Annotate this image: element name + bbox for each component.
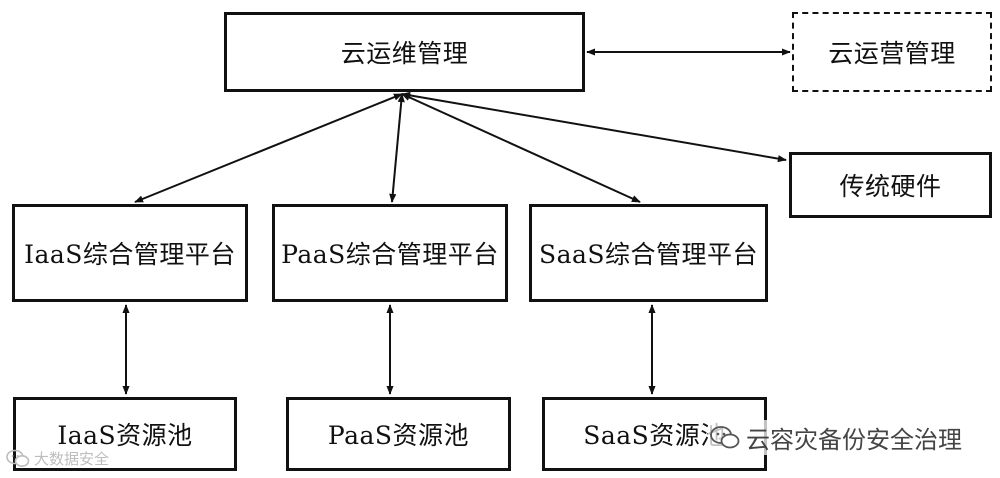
- iaas-resource-pool-label: IaaS资源池: [57, 421, 193, 450]
- cloud-ops-management-label: 云运维管理: [340, 39, 469, 68]
- saas-resource-pool-node: SaaS资源池: [542, 397, 767, 471]
- saas-platform-label: SaaS综合管理平台: [538, 240, 759, 269]
- cloud-ops-management-node: 云运维管理: [224, 12, 585, 92]
- traditional-hardware-label: 传统硬件: [839, 172, 942, 201]
- edge-ops-paas: [389, 93, 405, 203]
- watermark-right-text: 云容灾备份安全治理: [746, 426, 962, 454]
- iaas-platform-label: IaaS综合管理平台: [24, 240, 236, 269]
- paas-platform-label: PaaS综合管理平台: [281, 240, 499, 269]
- paas-resource-pool-label: PaaS资源池: [327, 421, 470, 450]
- paas-platform-node: PaaS综合管理平台: [272, 204, 508, 302]
- iaas-resource-pool-node: IaaS资源池: [13, 397, 237, 471]
- cloud-business-management-node: 云运营管理: [792, 12, 992, 92]
- paas-resource-pool-node: PaaS资源池: [286, 397, 511, 471]
- iaas-platform-node: IaaS综合管理平台: [12, 204, 248, 302]
- watermark-left: 大数据安全: [6, 448, 109, 469]
- edge-ops-hardware: [401, 91, 787, 163]
- traditional-hardware-node: 传统硬件: [789, 152, 992, 218]
- edge-ops-iaas: [134, 93, 403, 203]
- saas-platform-node: SaaS综合管理平台: [529, 204, 768, 302]
- watermark-right: 云容灾备份安全治理: [708, 420, 964, 455]
- wechat-icon: [710, 425, 740, 451]
- saas-resource-pool-label: SaaS资源池: [583, 421, 726, 450]
- watermark-left-text: 大数据安全: [34, 450, 110, 468]
- cloud-business-management-label: 云运营管理: [828, 39, 956, 68]
- edge-ops-saas: [401, 93, 641, 203]
- wechat-icon: [6, 449, 30, 469]
